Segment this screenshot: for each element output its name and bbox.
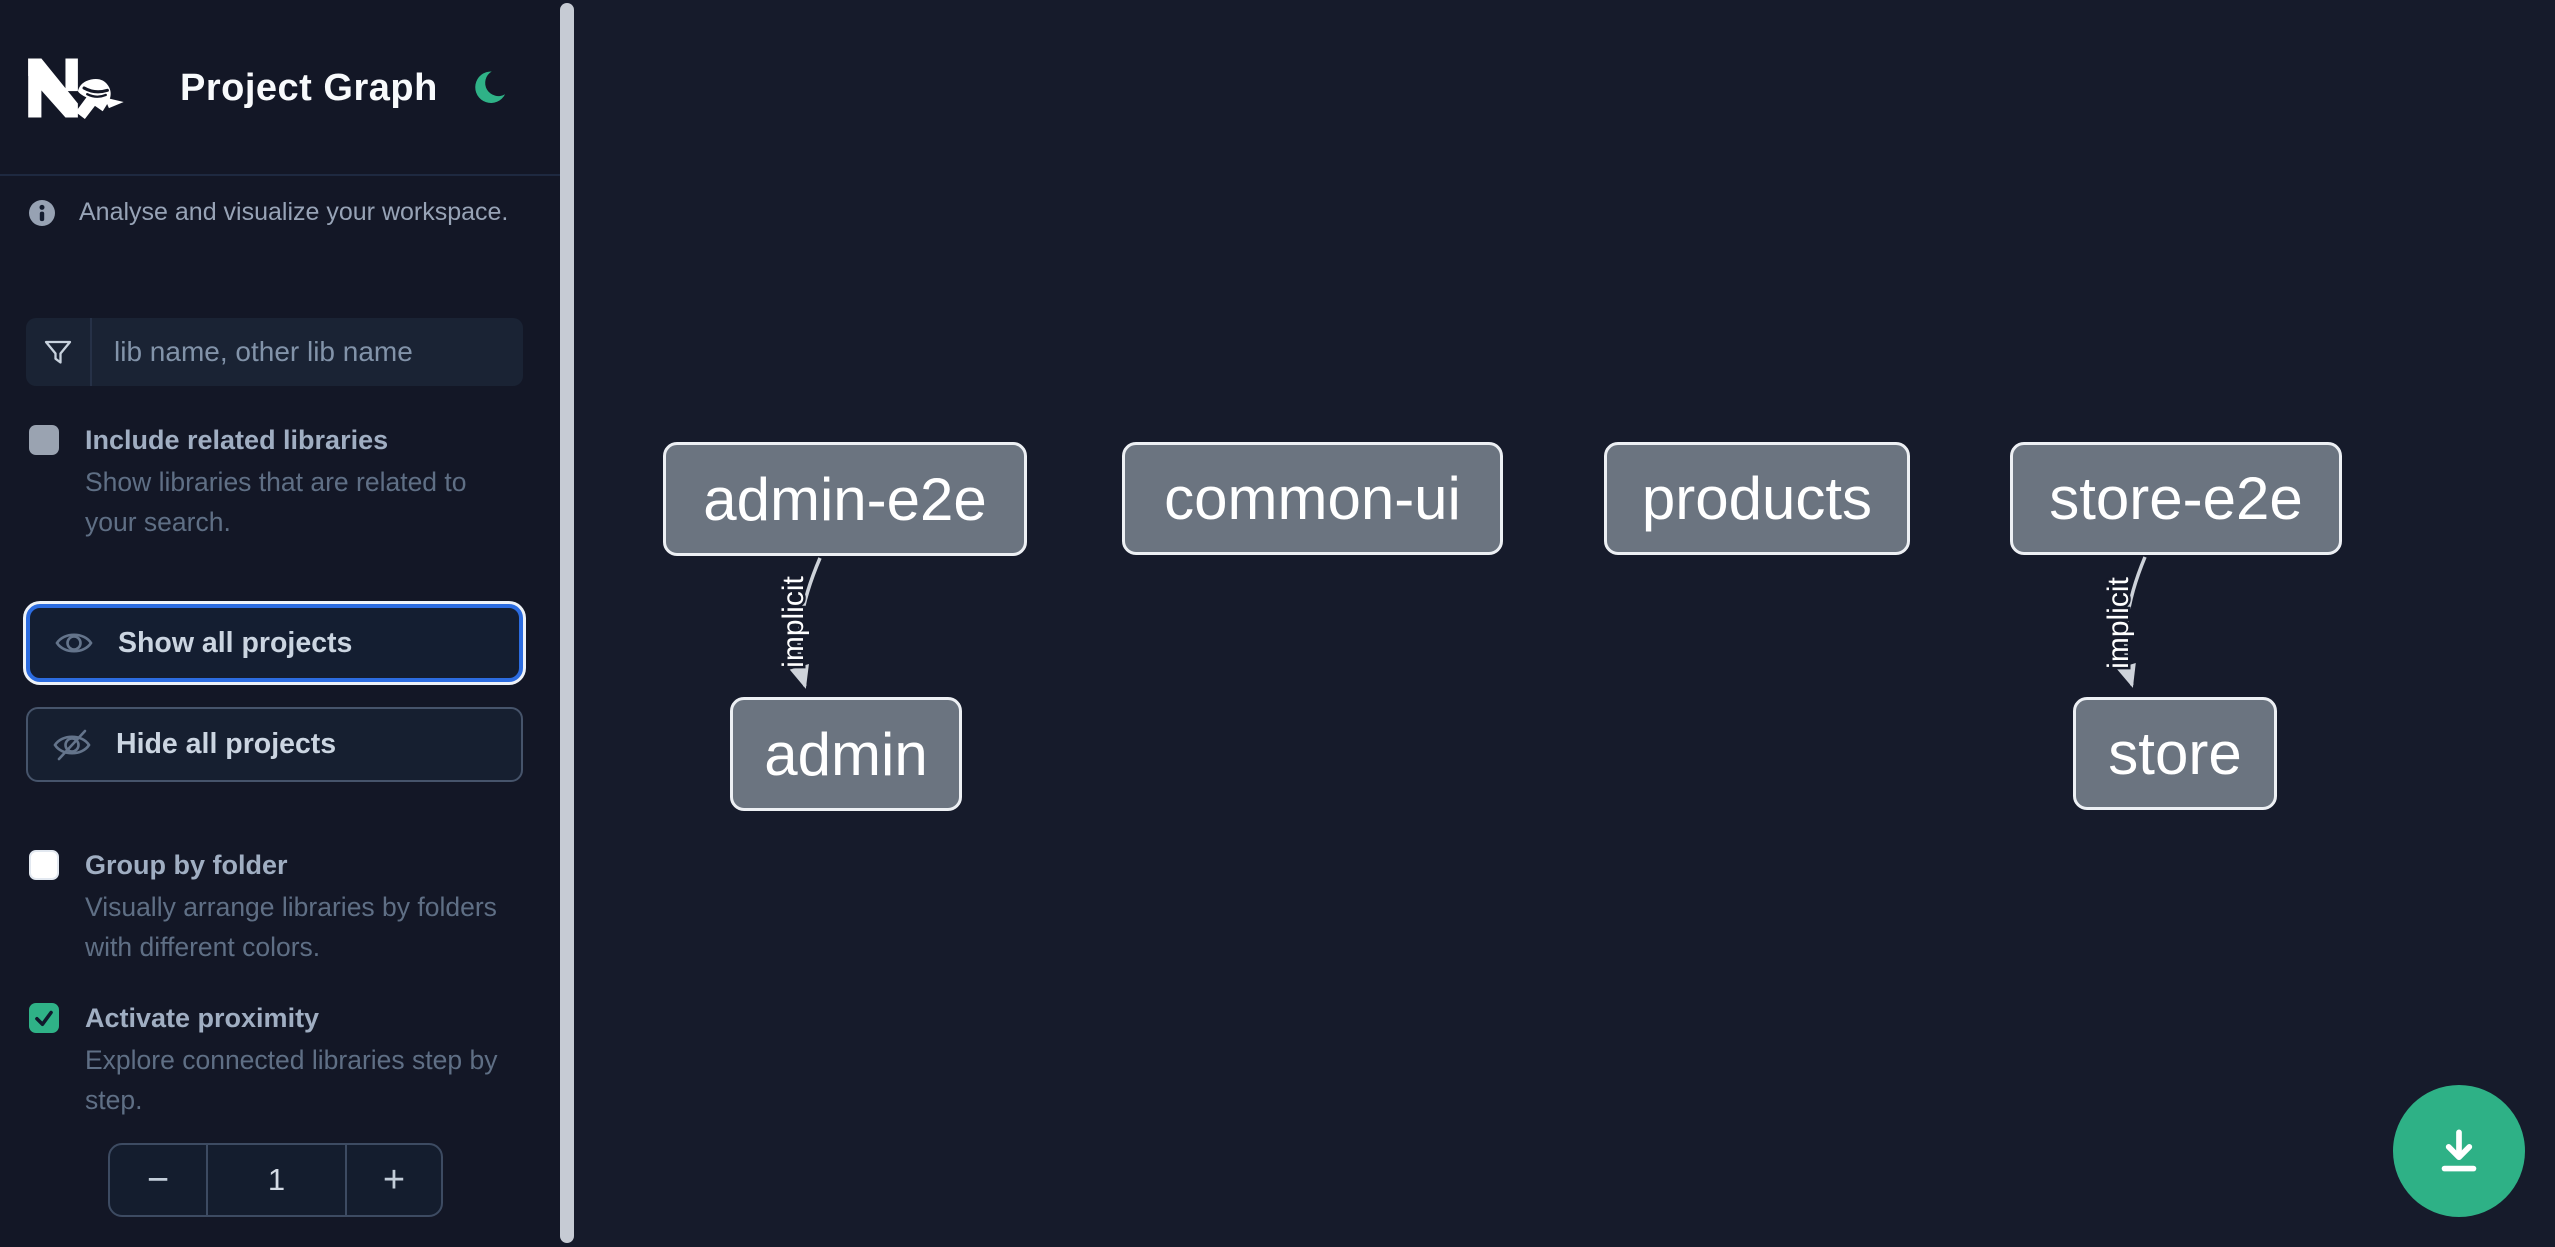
download-icon xyxy=(2441,1129,2477,1172)
option-activate-proximity[interactable]: Activate proximity Explore connected lib… xyxy=(29,998,529,1120)
option-label: Group by folder xyxy=(85,850,288,880)
node-label: products xyxy=(1641,465,1873,532)
graph-node-store[interactable]: store xyxy=(2073,697,2277,810)
sidebar: Project Graph Analyse and visualize your… xyxy=(0,0,560,1247)
eye-off-icon xyxy=(53,729,91,760)
edge-label-implicit: implicit xyxy=(2102,577,2135,669)
node-label: store xyxy=(2108,720,2242,787)
show-all-projects-button[interactable]: Show all projects xyxy=(26,604,523,682)
graph-node-admin-e2e[interactable]: admin-e2e xyxy=(663,442,1027,556)
option-description: Show libraries that are related to your … xyxy=(85,467,467,537)
option-group-by-folder[interactable]: Group by folder Visually arrange librari… xyxy=(29,845,529,967)
sidebar-scrollbar[interactable] xyxy=(560,3,574,1243)
check-icon xyxy=(35,1010,53,1027)
sidebar-header: Project Graph xyxy=(0,0,560,176)
graph-node-store-e2e[interactable]: store-e2e xyxy=(2010,442,2342,555)
info-text: Analyse and visualize your workspace. xyxy=(79,198,509,226)
download-graph-button[interactable] xyxy=(2393,1085,2525,1217)
increment-button[interactable]: + xyxy=(345,1145,441,1215)
option-include-related[interactable]: Include related libraries Show libraries… xyxy=(29,420,529,542)
option-description: Explore connected libraries step by step… xyxy=(85,1045,498,1115)
node-label: common-ui xyxy=(1164,465,1461,532)
graph-edges: implicit implicit xyxy=(775,556,2147,689)
moon-icon[interactable] xyxy=(466,68,508,110)
info-icon xyxy=(29,199,55,226)
eye-icon xyxy=(55,633,93,653)
option-description: Visually arrange libraries by folders wi… xyxy=(85,892,497,962)
edge-admin-e2e-to-admin xyxy=(789,557,822,689)
node-label: admin xyxy=(764,720,928,788)
funnel-icon xyxy=(26,318,92,386)
filter-input[interactable] xyxy=(92,318,523,386)
filter-input-group xyxy=(26,318,523,386)
nx-logo xyxy=(28,58,124,120)
checkbox-activate-proximity[interactable] xyxy=(29,1003,59,1033)
graph-canvas[interactable]: implicit implicit admin-e2e common-ui pr… xyxy=(574,0,2555,1247)
checkbox-group-by-folder[interactable] xyxy=(29,850,59,880)
option-label: Activate proximity xyxy=(85,1003,320,1033)
checkbox-include-related[interactable] xyxy=(29,425,59,455)
show-all-projects-label: Show all projects xyxy=(118,626,353,659)
graph-node-products[interactable]: products xyxy=(1604,442,1910,555)
edge-label-implicit: implicit xyxy=(777,576,810,668)
workspace-info: Analyse and visualize your workspace. xyxy=(28,198,528,227)
page-title: Project Graph xyxy=(180,66,438,109)
proximity-depth-stepper: − 1 + xyxy=(108,1143,443,1217)
graph-node-common-ui[interactable]: common-ui xyxy=(1122,442,1503,555)
graph-node-admin[interactable]: admin xyxy=(730,697,962,811)
node-label: store-e2e xyxy=(2049,465,2303,532)
stepper-value: 1 xyxy=(267,1162,286,1197)
decrement-button[interactable]: − xyxy=(110,1145,208,1215)
hide-all-projects-button[interactable]: Hide all projects xyxy=(26,707,523,782)
node-label: admin-e2e xyxy=(703,465,987,533)
edge-store-e2e-to-store xyxy=(2116,556,2147,688)
option-label: Include related libraries xyxy=(85,425,389,455)
hide-all-projects-label: Hide all projects xyxy=(116,728,337,760)
